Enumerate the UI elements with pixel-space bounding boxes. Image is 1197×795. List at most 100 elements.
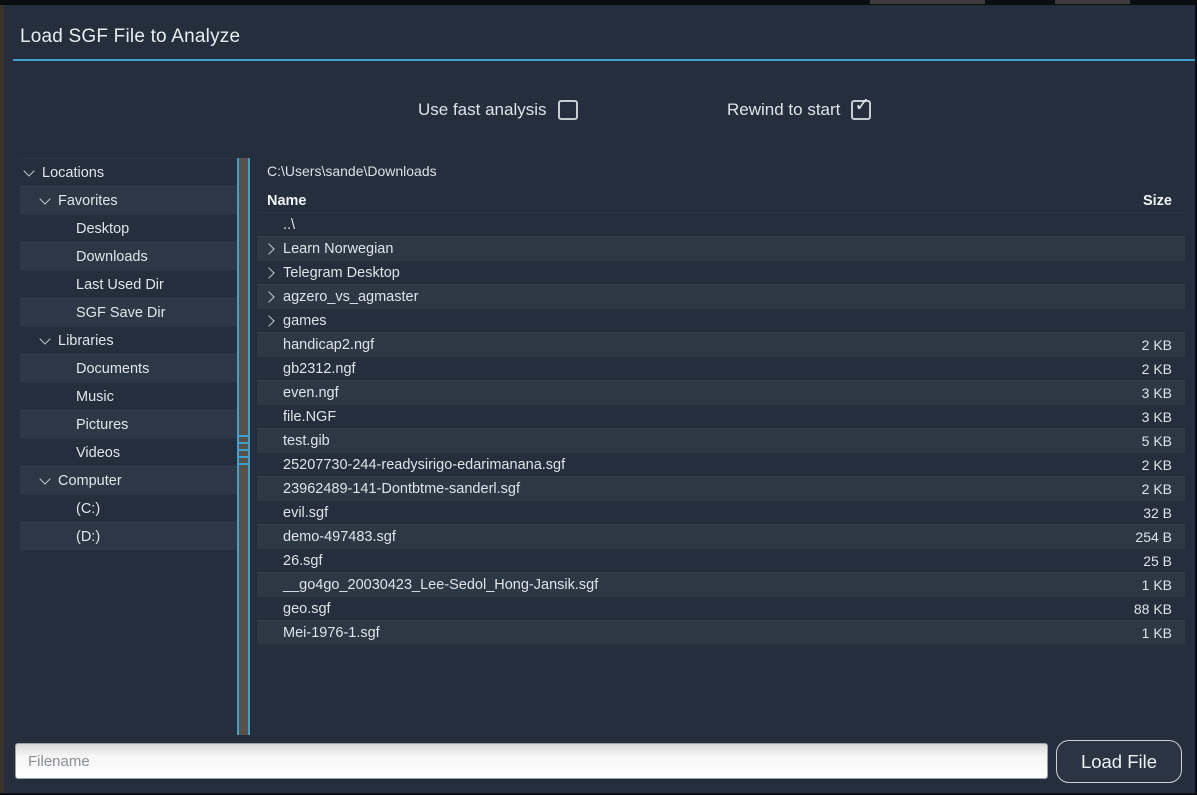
file-size: 1 KB	[1141, 577, 1172, 593]
option-label: Use fast analysis	[418, 100, 547, 119]
checkbox-icon[interactable]: ✓	[557, 100, 578, 120]
file-name: Learn Norwegian	[283, 241, 394, 257]
chevron-right-icon	[263, 243, 275, 255]
sidebar-item-label: Last Used Dir	[76, 276, 164, 293]
sidebar-item-downloads[interactable]: Downloads	[20, 242, 238, 270]
file-size: 3 KB	[1141, 409, 1172, 425]
window-left-edge	[0, 5, 4, 795]
file-size: 2 KB	[1141, 481, 1172, 497]
sidebar-item-documents[interactable]: Documents	[20, 354, 238, 382]
sidebar-item-videos[interactable]: Videos	[20, 438, 238, 466]
file-row-23962489-141-dontbtme-sanderl-sgf[interactable]: 23962489-141-Dontbtme-sanderl.sgf 2 KB	[257, 476, 1185, 500]
column-header-size: Size	[1142, 193, 1172, 209]
file-name: geo.sgf	[283, 601, 331, 617]
splitter-grip-icon	[239, 435, 248, 465]
file-row-25207730-244-readysirigo-edarimanana-sgf[interactable]: 25207730-244-readysirigo-edarimanana.sgf…	[257, 452, 1185, 476]
file-name: test.gib	[283, 433, 330, 449]
sidebar-item-label: Documents	[76, 360, 150, 377]
sidebar-item-label: (C:)	[76, 500, 101, 517]
sidebar-item-sgf-save-dir[interactable]: SGF Save Dir	[20, 298, 238, 326]
sidebar-item-desktop[interactable]: Desktop	[20, 214, 238, 242]
file-size: 3 KB	[1141, 385, 1172, 401]
background-window-remnant	[1055, 0, 1130, 4]
window-right-edge	[1195, 5, 1197, 795]
sidebar-item-label: Downloads	[76, 248, 148, 265]
file-size: 2 KB	[1141, 361, 1172, 377]
chevron-right-icon	[263, 291, 275, 303]
file-name: 26.sgf	[283, 553, 323, 569]
chevron-down-icon	[39, 193, 51, 205]
file-name: 23962489-141-Dontbtme-sanderl.sgf	[283, 481, 520, 497]
file-row-[interactable]: ..\	[257, 212, 1185, 236]
file-row-test-gib[interactable]: test.gib 5 KB	[257, 428, 1185, 452]
file-size: 25 B	[1143, 553, 1172, 569]
sidebar-item-label: Music	[76, 388, 114, 405]
file-row-telegram-desktop[interactable]: Telegram Desktop	[257, 260, 1185, 284]
file-row-mei-1976-1-sgf[interactable]: Mei-1976-1.sgf 1 KB	[257, 620, 1185, 644]
option-label: Rewind to start	[727, 100, 841, 119]
sidebar-item-label: Desktop	[76, 220, 130, 237]
sidebar-item-favorites[interactable]: Favorites	[20, 186, 238, 214]
sidebar-item-computer[interactable]: Computer	[20, 466, 238, 494]
file-name: evil.sgf	[283, 505, 329, 521]
file-size: 1 KB	[1141, 625, 1172, 641]
file-row-26-sgf[interactable]: 26.sgf 25 B	[257, 548, 1185, 572]
file-name: 25207730-244-readysirigo-edarimanana.sgf	[283, 457, 566, 473]
file-row-learn-norwegian[interactable]: Learn Norwegian	[257, 236, 1185, 260]
sidebar-item-locations[interactable]: Locations	[20, 158, 238, 186]
sidebar-item-music[interactable]: Music	[20, 382, 238, 410]
sidebar-item-label: Locations	[42, 164, 105, 181]
option-rewind-to-start[interactable]: Rewind to start ✓	[727, 96, 872, 123]
sidebar-item-c[interactable]: (C:)	[20, 494, 238, 522]
dialog-title: Load SGF File to Analyze	[20, 26, 241, 47]
file-name: __go4go_20030423_Lee-Sedol_Hong-Jansik.s…	[283, 577, 599, 593]
file-name: agzero_vs_agmaster	[283, 289, 419, 305]
file-name: handicap2.ngf	[283, 337, 375, 353]
current-path: C:\Users\sande\Downloads	[267, 163, 437, 179]
filename-input[interactable]	[15, 743, 1048, 779]
sidebar-item-label: Videos	[76, 444, 121, 461]
file-row-evil-sgf[interactable]: evil.sgf 32 B	[257, 500, 1185, 524]
file-row-file-ngf[interactable]: file.NGF 3 KB	[257, 404, 1185, 428]
file-size: 32 B	[1143, 505, 1172, 521]
file-size: 88 KB	[1133, 601, 1172, 617]
sidebar-item-last-used-dir[interactable]: Last Used Dir	[20, 270, 238, 298]
file-name: gb2312.ngf	[283, 361, 356, 377]
file-size: 5 KB	[1141, 433, 1172, 449]
chevron-right-icon	[263, 315, 275, 327]
sidebar-item-label: SGF Save Dir	[76, 304, 166, 321]
file-row-demo-497483-sgf[interactable]: demo-497483.sgf 254 B	[257, 524, 1185, 548]
sidebar-item-pictures[interactable]: Pictures	[20, 410, 238, 438]
file-list: ..\ Learn Norwegian Telegram Desktop agz…	[257, 212, 1185, 644]
panel-splitter[interactable]	[237, 158, 250, 735]
file-row-games[interactable]: games	[257, 308, 1185, 332]
chevron-down-icon	[23, 165, 35, 177]
sidebar-item-label: Computer	[58, 472, 122, 489]
file-name: file.NGF	[283, 409, 337, 425]
column-header-name: Name	[267, 193, 307, 209]
file-row-geo-sgf[interactable]: geo.sgf 88 KB	[257, 596, 1185, 620]
option-use-fast-analysis[interactable]: Use fast analysis ✓	[418, 97, 578, 123]
window-top-edge	[0, 0, 1197, 5]
file-name: games	[283, 313, 327, 329]
chevron-down-icon	[39, 333, 51, 345]
window-bottom-edge	[0, 793, 1197, 795]
file-row-go4go-20030423-lee-sedol-hong-jansik-sgf[interactable]: __go4go_20030423_Lee-Sedol_Hong-Jansik.s…	[257, 572, 1185, 596]
sidebar-item-label: Favorites	[58, 192, 118, 209]
file-row-gb2312-ngf[interactable]: gb2312.ngf 2 KB	[257, 356, 1185, 380]
load-file-button[interactable]: Load File	[1056, 740, 1182, 783]
file-name: Telegram Desktop	[283, 265, 400, 281]
file-row-handicap2-ngf[interactable]: handicap2.ngf 2 KB	[257, 332, 1185, 356]
file-row-agzero-vs-agmaster[interactable]: agzero_vs_agmaster	[257, 284, 1185, 308]
title-accent-divider	[13, 59, 1195, 61]
checkbox-icon[interactable]: ✓	[851, 96, 872, 120]
file-size: 2 KB	[1141, 337, 1172, 353]
file-name: demo-497483.sgf	[283, 529, 396, 545]
sidebar-item-label: Libraries	[58, 332, 114, 349]
file-size: 254 B	[1135, 529, 1172, 545]
file-row-even-ngf[interactable]: even.ngf 3 KB	[257, 380, 1185, 404]
sidebar-item-libraries[interactable]: Libraries	[20, 326, 238, 354]
background-window-remnant	[870, 0, 985, 4]
sidebar-item-d[interactable]: (D:)	[20, 522, 238, 550]
